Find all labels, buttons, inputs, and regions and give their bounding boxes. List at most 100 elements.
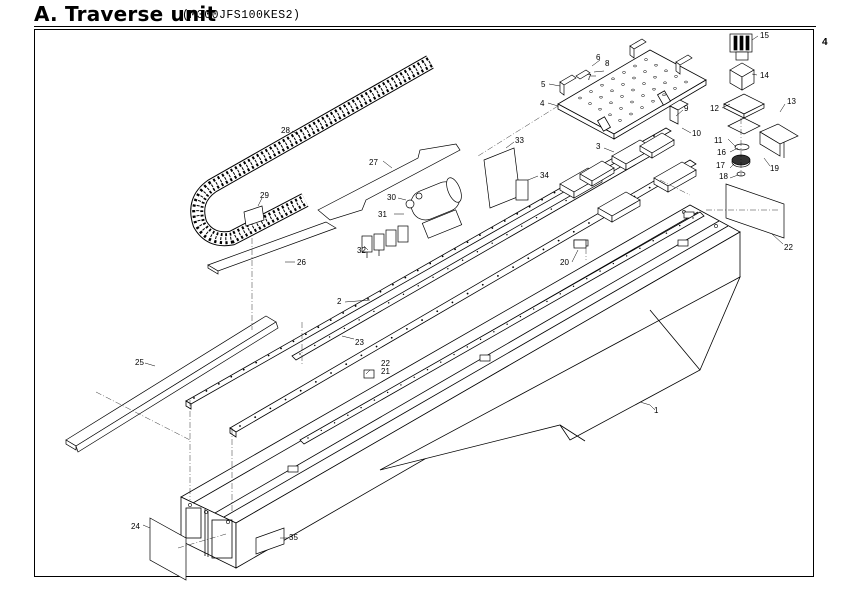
rail-hole (432, 276, 434, 279)
rail-hole (479, 234, 481, 237)
rail-hole (314, 344, 316, 347)
callout-22-right: 22 (784, 243, 793, 252)
plate-hole (630, 100, 634, 104)
rail-hole (269, 407, 272, 410)
rail-hole (527, 257, 530, 260)
callout-7: 7 (587, 73, 592, 82)
plate-hole (599, 95, 603, 99)
base-frame (180, 204, 741, 569)
callout-8: 8 (605, 59, 610, 68)
callout-27: 27 (369, 158, 378, 167)
frame-hole (204, 510, 208, 514)
rail-hole (280, 347, 282, 350)
rail-hole (479, 338, 482, 341)
page-number: 4 (822, 37, 828, 48)
plate-hole (643, 70, 647, 73)
plate-hole (600, 83, 604, 87)
rail-hole (503, 220, 506, 222)
rail-hole (390, 336, 393, 339)
rail-hole (612, 262, 615, 265)
callout-20: 20 (560, 258, 569, 267)
rail-hole (528, 205, 531, 208)
rail-hole (345, 363, 348, 366)
plate-hole (619, 107, 623, 110)
plate-hole (651, 99, 655, 103)
rail-hole (360, 406, 362, 409)
plate-hole (608, 113, 612, 117)
rail-hole (421, 319, 423, 321)
rail-hole (553, 191, 556, 194)
callout-16: 16 (717, 148, 726, 157)
rail-hole (429, 262, 432, 265)
plate-hole (621, 83, 625, 86)
leader-lines (142, 35, 786, 539)
rail-hole (572, 230, 575, 233)
callout-2: 2 (337, 297, 342, 306)
rail-hole (461, 259, 464, 261)
rail-hole (405, 327, 408, 330)
rail-hole (572, 285, 575, 287)
rail-hole (343, 327, 346, 330)
rail-hole (491, 227, 494, 229)
model-number: (M300JFS100KES2) (182, 9, 301, 22)
rail-hole (333, 422, 336, 424)
callout-31: 31 (378, 210, 387, 219)
rail-hole (476, 251, 479, 253)
cable-drag-chain (190, 55, 434, 247)
callout-10: 10 (692, 129, 701, 138)
long-bracket (65, 315, 279, 453)
frame-hole (714, 224, 718, 228)
callout-25: 25 (135, 358, 144, 367)
rail-hole (304, 333, 307, 336)
rail-hole (493, 331, 495, 333)
plate-hole (640, 106, 644, 109)
rail-hole (652, 240, 654, 242)
callouts: 1 2 3 4 5 6 7 8 9 10 11 12 13 14 15 16 1… (131, 31, 796, 542)
rail-hole (441, 255, 444, 258)
frame-hole (188, 503, 192, 507)
rail-hole (491, 242, 493, 244)
cable-tray-plates (207, 143, 461, 275)
callout-5: 5 (541, 80, 546, 89)
plate-hole (632, 76, 636, 80)
callout-6: 6 (596, 53, 601, 62)
rail-hole (367, 297, 369, 300)
rail-hole (217, 382, 220, 385)
callout-17: 17 (716, 161, 725, 170)
plate-hole (653, 75, 657, 79)
plate-hole (629, 112, 633, 116)
carriage-plate (557, 49, 707, 140)
rail-hole (400, 384, 402, 386)
rail-hole (299, 389, 302, 392)
rail-hole (347, 414, 349, 416)
rail-hole (653, 135, 655, 137)
rail-hole (516, 212, 519, 215)
rail-hole (307, 437, 309, 439)
rail-hole (292, 340, 295, 343)
rail-hole (254, 416, 257, 419)
rail-hole (354, 305, 357, 307)
linear-guide-rails (185, 127, 705, 445)
plate-hole (611, 77, 615, 81)
rail-hole (625, 255, 628, 257)
rail-hole (329, 319, 332, 322)
plate-hole (662, 93, 666, 97)
callout-22-upper: 22 (381, 359, 390, 368)
rail-hole (373, 310, 375, 313)
rail-hole (586, 277, 588, 280)
plate-hole (674, 75, 678, 78)
rail-holes (193, 135, 694, 439)
rail-hole (535, 216, 538, 219)
rail-hole (387, 302, 390, 304)
rail-hole (541, 198, 544, 201)
plate-hole (684, 80, 688, 84)
rail-hole (436, 310, 439, 313)
rail-hole (466, 346, 469, 348)
alignment-lines (95, 105, 780, 549)
rail-hole (559, 293, 561, 295)
plate-hole (578, 96, 582, 100)
callout-18: 18 (719, 172, 728, 181)
callout-28: 28 (281, 126, 290, 135)
rail-hole (453, 353, 455, 356)
rail-hole (440, 361, 442, 363)
